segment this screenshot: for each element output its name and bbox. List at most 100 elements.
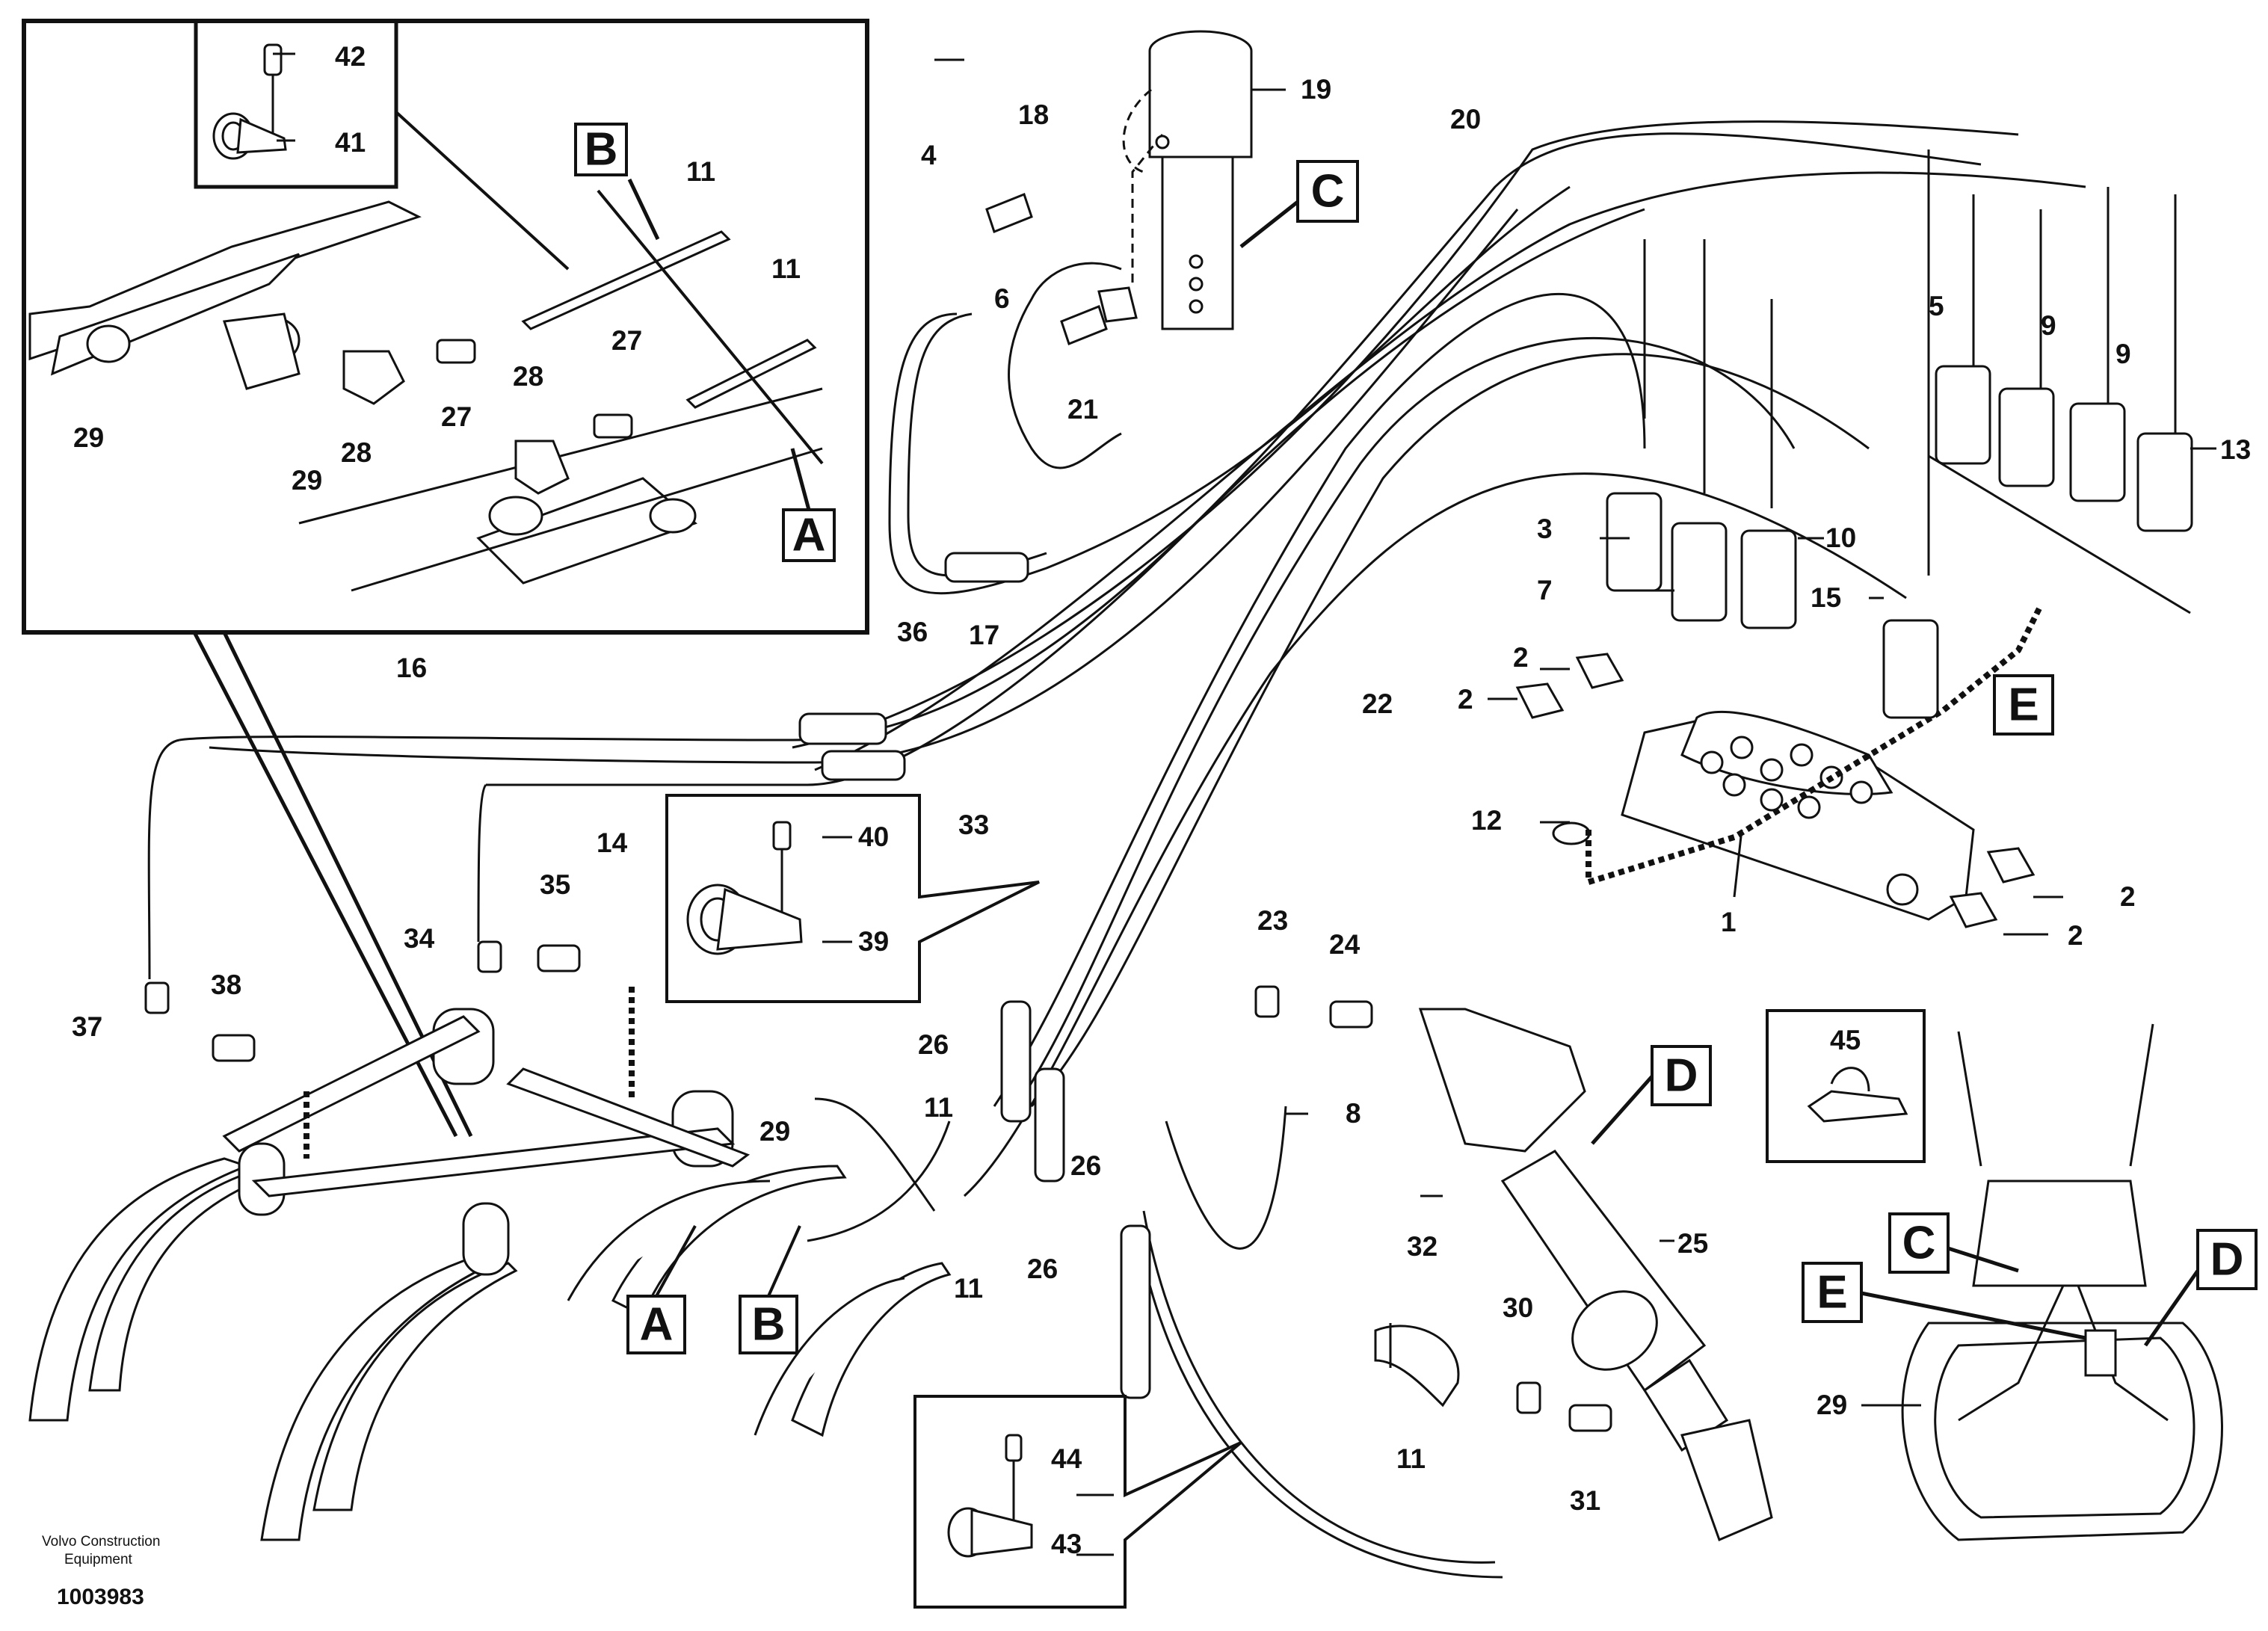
detail-box-a-inset <box>782 508 836 562</box>
hose-bundle <box>147 120 2177 1579</box>
detail-letter-boxes: B A C E A B D C D E <box>574 123 2258 1354</box>
callout-20: 20 <box>1450 104 1481 135</box>
callout-42: 42 <box>335 41 366 72</box>
callout-23: 23 <box>1257 905 1288 936</box>
detail-letter-c-overview: C <box>1902 1218 1936 1269</box>
callout-29-inset-b: 29 <box>292 465 322 496</box>
callout-18: 18 <box>1018 99 1049 130</box>
callout-29-inset-a: 29 <box>73 422 104 453</box>
callout-4: 4 <box>921 140 937 170</box>
inset-detail-ab <box>22 19 869 635</box>
callout-24: 24 <box>1329 929 1361 960</box>
detail-letter-c-top: C <box>1311 166 1345 218</box>
callout-11-cylinder: 11 <box>1396 1443 1426 1474</box>
detail-letter-arrows <box>627 178 2200 1347</box>
cylinder-25 <box>1374 1008 1773 1542</box>
callout-36: 36 <box>897 617 928 647</box>
detail-letter-a-grapple: A <box>640 1299 674 1351</box>
callout-numbers: 42 41 11 11 27 28 27 28 29 29 4 18 19 20… <box>72 41 2251 1559</box>
detail-box-e-overview <box>1802 1262 1863 1323</box>
callout-34: 34 <box>404 923 435 954</box>
callout-11-grapple-lower: 11 <box>954 1273 983 1304</box>
callout-11-inset-b: 11 <box>771 253 801 284</box>
detail-box-b-inset <box>574 123 628 176</box>
callout-16: 16 <box>396 653 427 683</box>
callout-6: 6 <box>994 283 1010 314</box>
inset-clamp-43-44 <box>913 1395 1242 1609</box>
fitting-nipples <box>1606 365 2193 719</box>
callout-30: 30 <box>1503 1292 1533 1323</box>
callout-17: 17 <box>969 620 999 650</box>
detail-box-d-overview <box>2196 1229 2258 1290</box>
detail-box-a-grapple <box>626 1295 686 1354</box>
callout-9-left: 9 <box>2041 310 2056 341</box>
callout-29-grapple: 29 <box>759 1116 790 1147</box>
callout-22: 22 <box>1362 688 1393 719</box>
publisher-line-1: Volvo Construction <box>42 1534 160 1550</box>
detail-box-c-overview <box>1888 1212 1950 1274</box>
inset-cable-tie-45 <box>1766 1009 1926 1163</box>
callout-33: 33 <box>958 810 989 840</box>
detail-letter-b-grapple: B <box>752 1299 786 1351</box>
callout-27-inset-b: 27 <box>441 401 472 432</box>
manifold-block-1 <box>1515 604 2044 928</box>
callout-44: 44 <box>1051 1443 1082 1474</box>
callout-27-inset-a: 27 <box>611 325 642 356</box>
detail-letter-e-manifold: E <box>2008 679 2039 731</box>
callout-13: 13 <box>2220 434 2251 465</box>
callout-28-inset-b: 28 <box>341 437 372 468</box>
detail-box-d-cylinder <box>1651 1045 1712 1106</box>
callout-2-right-lower: 2 <box>2068 920 2083 951</box>
callout-43: 43 <box>1051 1529 1082 1559</box>
callout-2-top: 2 <box>1513 642 1529 673</box>
callout-14: 14 <box>597 827 628 858</box>
drawing-footer: Volvo Construction Equipment 1003983 <box>42 1534 160 1609</box>
callout-26-upper: 26 <box>918 1029 949 1060</box>
grapple-fittings <box>144 193 1612 1432</box>
callout-28-inset-a: 28 <box>513 361 543 392</box>
detail-box-b-grapple <box>739 1295 798 1354</box>
callout-leaders <box>273 52 2216 1556</box>
callout-45: 45 <box>1830 1025 1861 1055</box>
detail-letter-b-inset: B <box>585 124 618 176</box>
callout-39: 39 <box>858 926 889 957</box>
callout-19: 19 <box>1301 74 1331 105</box>
detail-letter-d-cylinder: D <box>1665 1050 1698 1102</box>
callout-25: 25 <box>1677 1228 1708 1259</box>
callout-38: 38 <box>211 969 241 1000</box>
callout-2-right-upper: 2 <box>2120 881 2136 912</box>
callout-37: 37 <box>72 1011 102 1042</box>
hose-sleeves <box>798 552 1151 1399</box>
callout-26-lower: 26 <box>1027 1254 1058 1284</box>
callout-29-overview: 29 <box>1816 1390 1847 1420</box>
callout-5: 5 <box>1929 291 1944 321</box>
callout-26-middle: 26 <box>1070 1150 1101 1181</box>
publisher-line-2: Equipment <box>64 1552 133 1567</box>
inset-clamp-39-40 <box>665 794 1040 1003</box>
callout-1: 1 <box>1721 907 1737 937</box>
detail-letter-e-overview: E <box>1816 1267 1847 1319</box>
drawing-number: 1003983 <box>57 1585 144 1609</box>
cylinder-19 <box>1122 30 1253 330</box>
callout-12: 12 <box>1471 805 1502 836</box>
grapple-assembly <box>28 987 952 1541</box>
callout-3: 3 <box>1537 514 1553 544</box>
callout-35: 35 <box>540 869 570 900</box>
callout-40: 40 <box>858 821 889 852</box>
callout-32: 32 <box>1407 1231 1437 1262</box>
detail-letter-d-overview: D <box>2210 1234 2244 1286</box>
detail-box-c-top <box>1296 160 1359 223</box>
callout-10: 10 <box>1825 522 1856 553</box>
grapple-overview <box>1901 1023 2223 1541</box>
callout-11-inset-a: 11 <box>686 156 715 187</box>
callout-9-right: 9 <box>2116 339 2131 369</box>
callout-8: 8 <box>1346 1098 1361 1129</box>
detail-letter-a-inset: A <box>792 510 826 561</box>
callout-31: 31 <box>1570 1485 1600 1516</box>
callout-15: 15 <box>1811 582 1841 613</box>
callout-41: 41 <box>335 127 366 158</box>
callout-7: 7 <box>1537 575 1553 605</box>
detail-box-e-manifold <box>1993 674 2054 736</box>
callout-21: 21 <box>1067 394 1098 425</box>
